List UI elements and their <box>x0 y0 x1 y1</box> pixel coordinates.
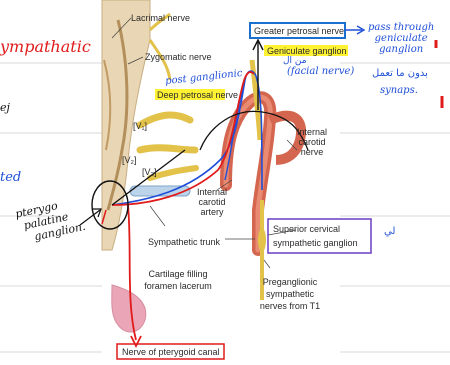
label-cartilage-foramen: Cartilage filling foramen lacerum <box>140 268 216 292</box>
v3-nerve <box>150 168 196 178</box>
label-zygomatic-nerve: Zygomatic nerve <box>145 52 212 62</box>
label-v2: [V₂] <box>122 155 137 165</box>
superior-cervical-ganglion <box>258 228 266 252</box>
pink-structure <box>112 285 146 332</box>
hand-facial-nerve: (facial nerve) <box>287 66 354 77</box>
label-v3: [V₃] <box>142 167 157 177</box>
hand-arabic-note-1: بدون ما تعمل <box>372 68 428 79</box>
hand-left-j: ej <box>0 101 10 114</box>
hand-synaps: synaps. <box>380 85 418 96</box>
label-geniculate-ganglion: Geniculate ganglion <box>267 46 347 56</box>
hand-pass-through: pass through geniculate ganglion <box>368 22 434 55</box>
hand-facial-arabic: من ال <box>283 56 307 66</box>
hand-left-ted: ted <box>0 170 21 185</box>
label-preganglionic: Preganglionic sympathetic nerves from T1 <box>253 276 327 312</box>
label-superior-cervical-ganglion: Superior cervical sympathetic ganglion <box>273 222 358 250</box>
label-sympathetic-trunk: Sympathetic trunk <box>148 237 220 247</box>
label-greater-petrosal-nerve: Greater petrosal nerve <box>254 26 344 36</box>
label-internal-carotid-artery: Internal carotid artery <box>192 187 232 217</box>
label-lacrimal-nerve: Lacrimal nerve <box>131 13 190 23</box>
hand-arabic-note-2: لي <box>384 226 395 237</box>
label-nerve-pterygoid-canal: Nerve of pterygoid canal <box>122 347 220 357</box>
label-internal-carotid-nerve: Internal carotid nerve <box>292 127 332 157</box>
hand-sympathetic: ympathatic <box>0 37 91 56</box>
v2-nerve <box>140 148 195 150</box>
label-v1: [V₁] <box>133 121 147 131</box>
label-deep-petrosal-nerve: Deep petrosal nerve <box>157 90 238 100</box>
v1-nerve <box>140 115 190 125</box>
